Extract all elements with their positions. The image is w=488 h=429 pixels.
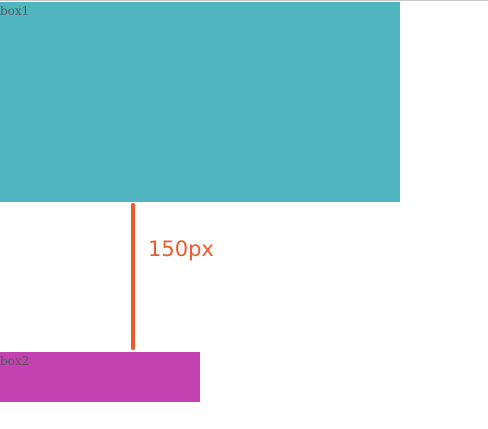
top-divider [0, 0, 488, 1]
box2-label: box2 [0, 354, 30, 368]
box1: box1 [0, 2, 400, 202]
gap-measure-line [131, 203, 135, 350]
box2: box2 [0, 352, 200, 402]
gap-measure-label: 150px [148, 237, 214, 261]
box1-label: box1 [0, 4, 30, 18]
